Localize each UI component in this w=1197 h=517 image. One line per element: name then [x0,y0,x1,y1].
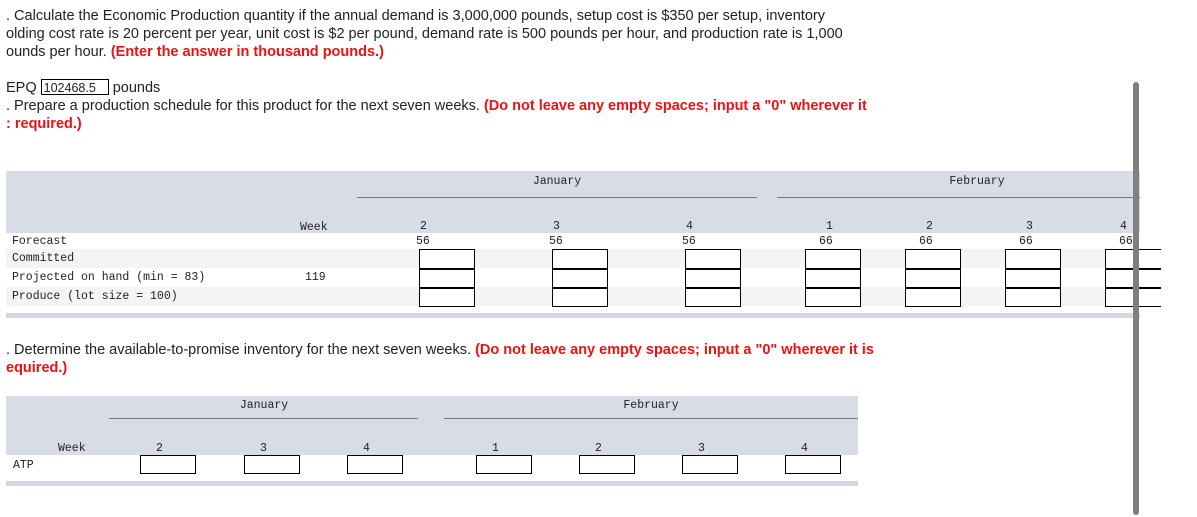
committed-input-jan-w3[interactable] [552,249,608,269]
month-header-january: January [532,175,582,188]
week-number: 3 [553,220,560,233]
projected-input-feb-w3[interactable] [1005,268,1061,288]
committed-input-feb-w2[interactable] [905,249,961,269]
table-header [6,171,1140,233]
epq-answer-row: EPQ 102468.5 pounds [6,79,160,97]
question-b-line2: olding cost rate is 20 percent per year,… [6,26,843,42]
forecast-value: 66 [819,235,833,248]
atp-input-feb-w4[interactable] [785,455,841,474]
vertical-scrollbar[interactable] [1133,82,1139,515]
week-number: 2 [420,220,427,233]
question-d-line2: equired.) [6,360,68,376]
row-label-projected-on-hand: Projected on hand (min = 83) [12,271,206,284]
projected-input-jan-w3[interactable] [552,268,608,288]
week-header-label: Week [300,221,328,234]
question-d-line1: . Determine the available-to-promise inv… [6,341,874,359]
atp-month-header-february: February [623,399,679,412]
question-b-instruction: (Enter the answer in thousand pounds.) [110,44,384,60]
month-header-february: February [949,175,1005,188]
forecast-value: 56 [549,235,563,248]
atp-month-header-january: January [239,399,289,412]
table-footer-bar [6,313,1140,318]
produce-input-feb-w3[interactable] [1005,287,1061,307]
atp-table-header [6,396,858,455]
epq-label: EPQ [6,80,37,96]
atp-row-label: ATP [13,459,34,472]
produce-input-feb-w1[interactable] [805,287,861,307]
forecast-value: 66 [919,235,933,248]
week-number: 4 [1120,220,1127,233]
forecast-value: 56 [682,235,696,248]
projected-input-feb-w2[interactable] [905,268,961,288]
epq-input[interactable]: 102468.5 [40,79,109,95]
question-b-text: . Calculate the Economic Production quan… [6,7,843,61]
committed-input-feb-w3[interactable] [1005,249,1061,269]
atp-table: January February Week 2 3 4 1 2 3 4 ATP [6,396,858,488]
atp-input-jan-w4[interactable] [347,455,403,474]
question-c-line2: : required.) [6,116,82,132]
atp-week-number: 3 [698,442,705,455]
produce-input-jan-w3[interactable] [552,287,608,307]
question-b-line3-text: ounds per hour. [6,44,107,60]
forecast-value: 66 [1019,235,1033,248]
atp-month-divider-february [444,418,858,419]
question-c-line1-text: . Prepare a production schedule for this… [6,98,480,114]
atp-input-feb-w1[interactable] [476,455,532,474]
question-b-line3: ounds per hour. (Enter the answer in tho… [6,43,843,61]
month-divider-february [777,197,1140,198]
produce-input-jan-w4[interactable] [685,287,741,307]
atp-table-footer-bar [6,481,858,486]
projected-input-jan-w2[interactable] [419,268,475,288]
question-c-text: . Prepare a production schedule for this… [6,97,867,133]
question-d-text: . Determine the available-to-promise inv… [6,341,874,377]
atp-input-feb-w2[interactable] [579,455,635,474]
produce-input-feb-w2[interactable] [905,287,961,307]
row-label-produce: Produce (lot size = 100) [12,290,178,303]
projected-initial-value: 119 [305,271,326,284]
projected-input-feb-w1[interactable] [805,268,861,288]
committed-input-feb-w1[interactable] [805,249,861,269]
month-divider-january [357,197,757,198]
forecast-value: 66 [1119,235,1133,248]
row-label-committed: Committed [12,252,75,265]
atp-week-number: 4 [801,442,808,455]
question-c-instruction: (Do not leave any empty spaces; input a … [483,98,867,114]
week-number: 4 [686,220,693,233]
committed-input-jan-w2[interactable] [419,249,475,269]
produce-input-jan-w2[interactable] [419,287,475,307]
atp-week-number: 2 [156,442,163,455]
atp-week-header-label: Week [58,442,86,455]
question-c-line1: . Prepare a production schedule for this… [6,97,867,115]
atp-input-feb-w3[interactable] [682,455,738,474]
atp-week-number: 2 [595,442,602,455]
table-row-forecast [6,233,1140,249]
atp-input-jan-w2[interactable] [140,455,196,474]
question-b-line1: . Calculate the Economic Production quan… [6,8,825,24]
week-number: 3 [1026,220,1033,233]
question-d-instruction: (Do not leave any empty spaces; input a … [475,342,874,358]
atp-input-jan-w3[interactable] [244,455,300,474]
atp-month-divider-january [109,418,418,419]
week-number: 2 [926,220,933,233]
projected-input-jan-w4[interactable] [685,268,741,288]
question-d-line1-text: . Determine the available-to-promise inv… [6,342,472,358]
forecast-value: 56 [416,235,430,248]
atp-week-number: 4 [363,442,370,455]
epq-unit: pounds [112,80,161,96]
row-label-forecast: Forecast [12,235,68,248]
production-schedule-table: January February Week 2 3 4 1 2 3 4 Fore… [6,171,1161,319]
atp-week-number: 1 [492,442,499,455]
week-number: 1 [826,220,833,233]
atp-week-number: 3 [260,442,267,455]
committed-input-jan-w4[interactable] [685,249,741,269]
